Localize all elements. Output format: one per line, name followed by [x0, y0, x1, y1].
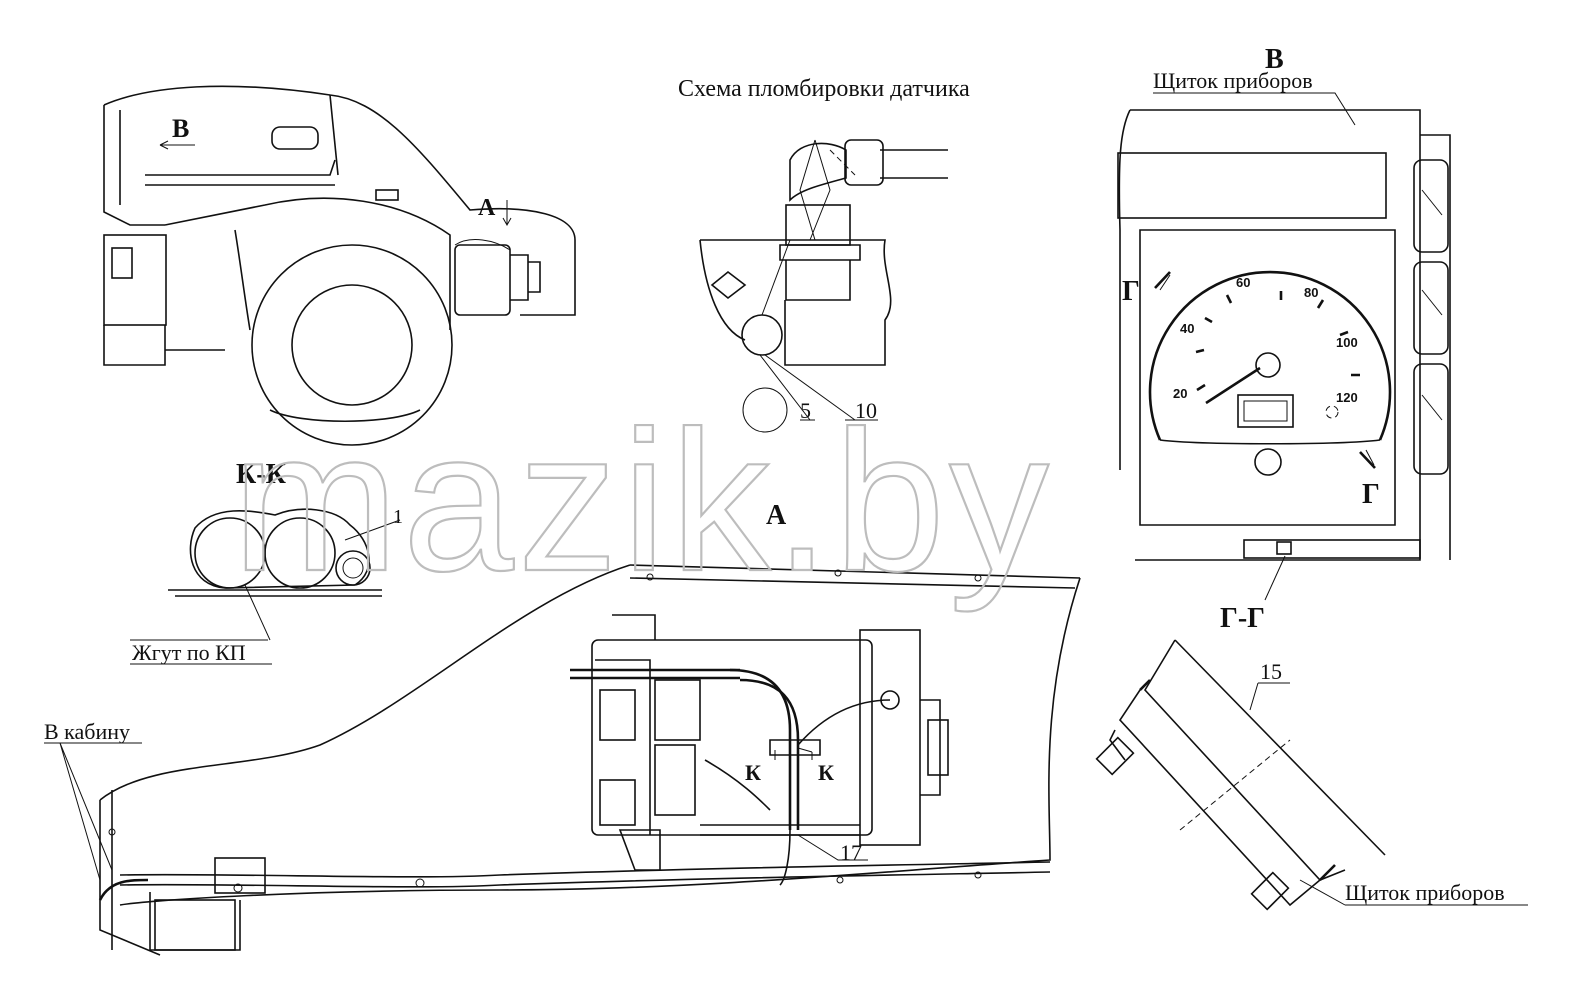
- view-a-title: А: [766, 500, 787, 531]
- callout-15: 15: [1260, 659, 1282, 684]
- section-g-marker-bottom: Г: [1362, 479, 1380, 510]
- view-a-arrow-label: А: [478, 195, 496, 221]
- gearbox-drawing: [570, 614, 949, 886]
- callout-5: 5: [800, 398, 811, 423]
- callout-17: 17: [840, 840, 862, 865]
- section-gg-title: Г-Г: [1220, 603, 1265, 634]
- view-b-arrow-label: В: [172, 114, 189, 143]
- sensor-seal-drawing: [699, 139, 948, 433]
- speed-tick-100: 100: [1336, 335, 1358, 350]
- instrument-panel-drawing: [1117, 109, 1451, 601]
- speed-tick-120: 120: [1336, 390, 1358, 405]
- speed-tick-20: 20: [1173, 386, 1187, 401]
- instrument-panel-label-bottom: Щиток приборов: [1345, 880, 1505, 905]
- harness-section-drawing: [130, 508, 401, 641]
- speed-tick-40: 40: [1180, 321, 1194, 336]
- watermark: mazik.by: [232, 390, 1053, 613]
- callout-10: 10: [855, 398, 877, 423]
- section-k-marker-left: К: [745, 760, 761, 785]
- section-k-marker-right: К: [818, 760, 834, 785]
- truck-cab-view: [103, 85, 576, 446]
- harness-gearbox-label: Жгут по КП: [132, 640, 246, 665]
- speed-tick-60: 60: [1236, 275, 1250, 290]
- chassis-frame-drawing: [98, 564, 1081, 956]
- section-g-marker-top: Г: [1122, 276, 1140, 307]
- speed-tick-80: 80: [1304, 285, 1318, 300]
- panel-mount-drawing: [1095, 639, 1386, 911]
- sealing-scheme-title: Схема пломбировки датчика: [678, 76, 970, 102]
- callout-1: 1: [393, 506, 403, 528]
- view-b-title: В: [1265, 44, 1284, 75]
- section-kk-title: К-К: [236, 459, 287, 490]
- to-cabin-label: В кабину: [44, 719, 130, 744]
- instrument-panel-label-top: Щиток приборов: [1153, 68, 1313, 93]
